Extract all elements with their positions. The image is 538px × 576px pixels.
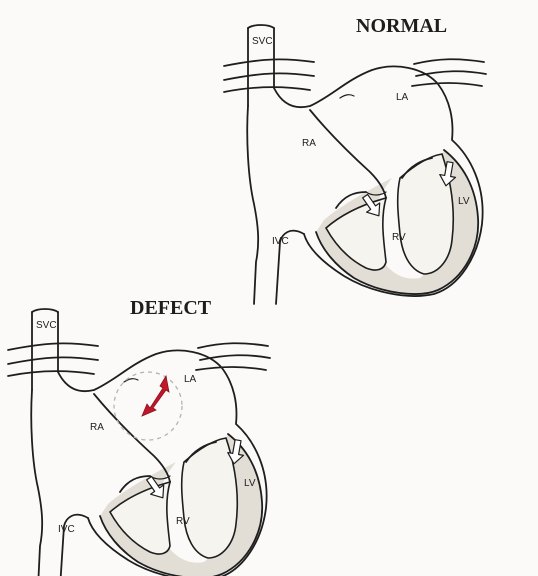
defect-heart-drawing [8,309,270,576]
normal-svc-label: SVC [252,36,273,47]
normal-ivc-label: IVC [272,236,289,247]
defect-ra-label: RA [90,422,104,433]
normal-ra-label: RA [302,138,316,149]
defect-heart: SVC RA LA RV LV IVC [8,309,270,576]
normal-heart: SVC RA LA RV LV IVC [224,25,486,304]
defect-rv-label: RV [176,516,190,527]
defect-title: DEFECT [130,297,212,319]
defect-ivc-label: IVC [58,524,75,535]
normal-rv-label: RV [392,232,406,243]
normal-lv-label: LV [458,196,470,207]
defect-lv-label: LV [244,478,256,489]
defect-svc-label: SVC [36,320,57,331]
normal-title: NORMAL [356,15,447,37]
defect-la-label: LA [184,374,197,385]
defect-shunt-arrow [142,376,169,416]
normal-la-label: LA [396,92,409,103]
